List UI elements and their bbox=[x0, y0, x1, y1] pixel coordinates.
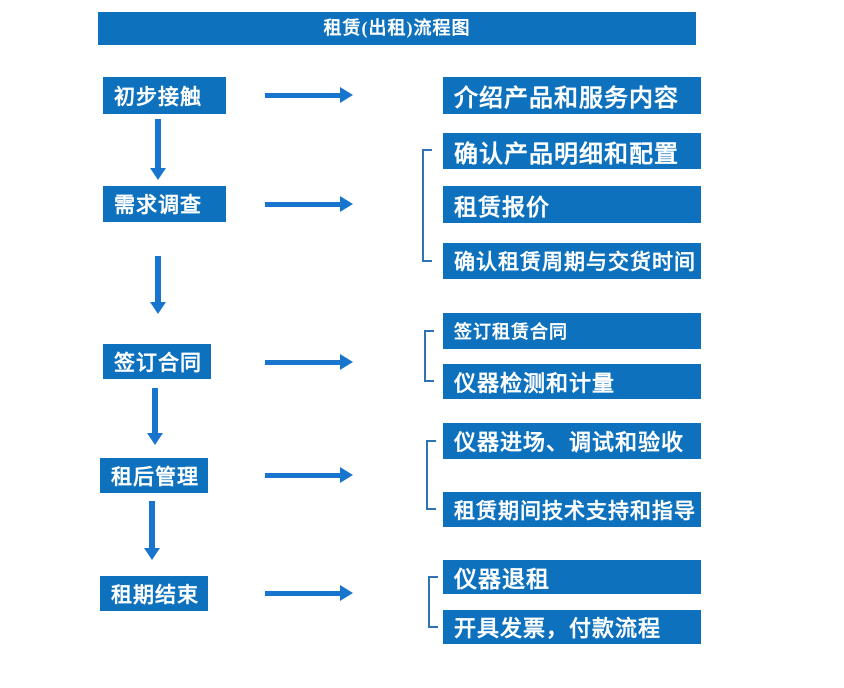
detail-box-confirm-period-delivery: 确认租赁周期与交货时间 bbox=[443, 243, 701, 279]
step-box-sign-contract: 签订合同 bbox=[103, 344, 211, 379]
right-arrow-icon bbox=[265, 467, 353, 484]
down-arrow-icon bbox=[147, 388, 164, 445]
detail-box-rental-quotation: 租赁报价 bbox=[443, 186, 701, 223]
group-bracket bbox=[426, 440, 436, 510]
step-box-post-rental-management: 租后管理 bbox=[100, 458, 208, 493]
detail-box-invoice-payment: 开具发票，付款流程 bbox=[443, 610, 701, 644]
diagram-title: 租赁(出租)流程图 bbox=[98, 12, 696, 45]
detail-box-tech-support: 租赁期间技术支持和指导 bbox=[443, 492, 701, 527]
detail-box-instrument-testing: 仪器检测和计量 bbox=[443, 364, 701, 399]
detail-box-sign-rental-contract: 签订租赁合同 bbox=[443, 313, 701, 349]
step-box-demand-survey: 需求调查 bbox=[103, 186, 226, 222]
right-arrow-icon bbox=[265, 354, 353, 371]
detail-box-introduce-products: 介绍产品和服务内容 bbox=[443, 77, 701, 114]
down-arrow-icon bbox=[144, 501, 161, 560]
right-arrow-icon bbox=[265, 87, 353, 104]
right-arrow-icon bbox=[265, 196, 353, 213]
step-box-initial-contact: 初步接触 bbox=[103, 77, 226, 114]
detail-box-instrument-arrival: 仪器进场、调试和验收 bbox=[443, 423, 701, 459]
step-box-rental-end: 租期结束 bbox=[100, 576, 208, 611]
down-arrow-icon bbox=[150, 119, 167, 180]
group-bracket bbox=[424, 330, 434, 382]
group-bracket bbox=[428, 576, 438, 628]
down-arrow-icon bbox=[150, 256, 167, 314]
group-bracket bbox=[422, 149, 432, 262]
detail-box-instrument-return: 仪器退租 bbox=[443, 560, 701, 594]
detail-box-confirm-product-details: 确认产品明细和配置 bbox=[443, 133, 701, 169]
right-arrow-icon bbox=[265, 585, 353, 602]
